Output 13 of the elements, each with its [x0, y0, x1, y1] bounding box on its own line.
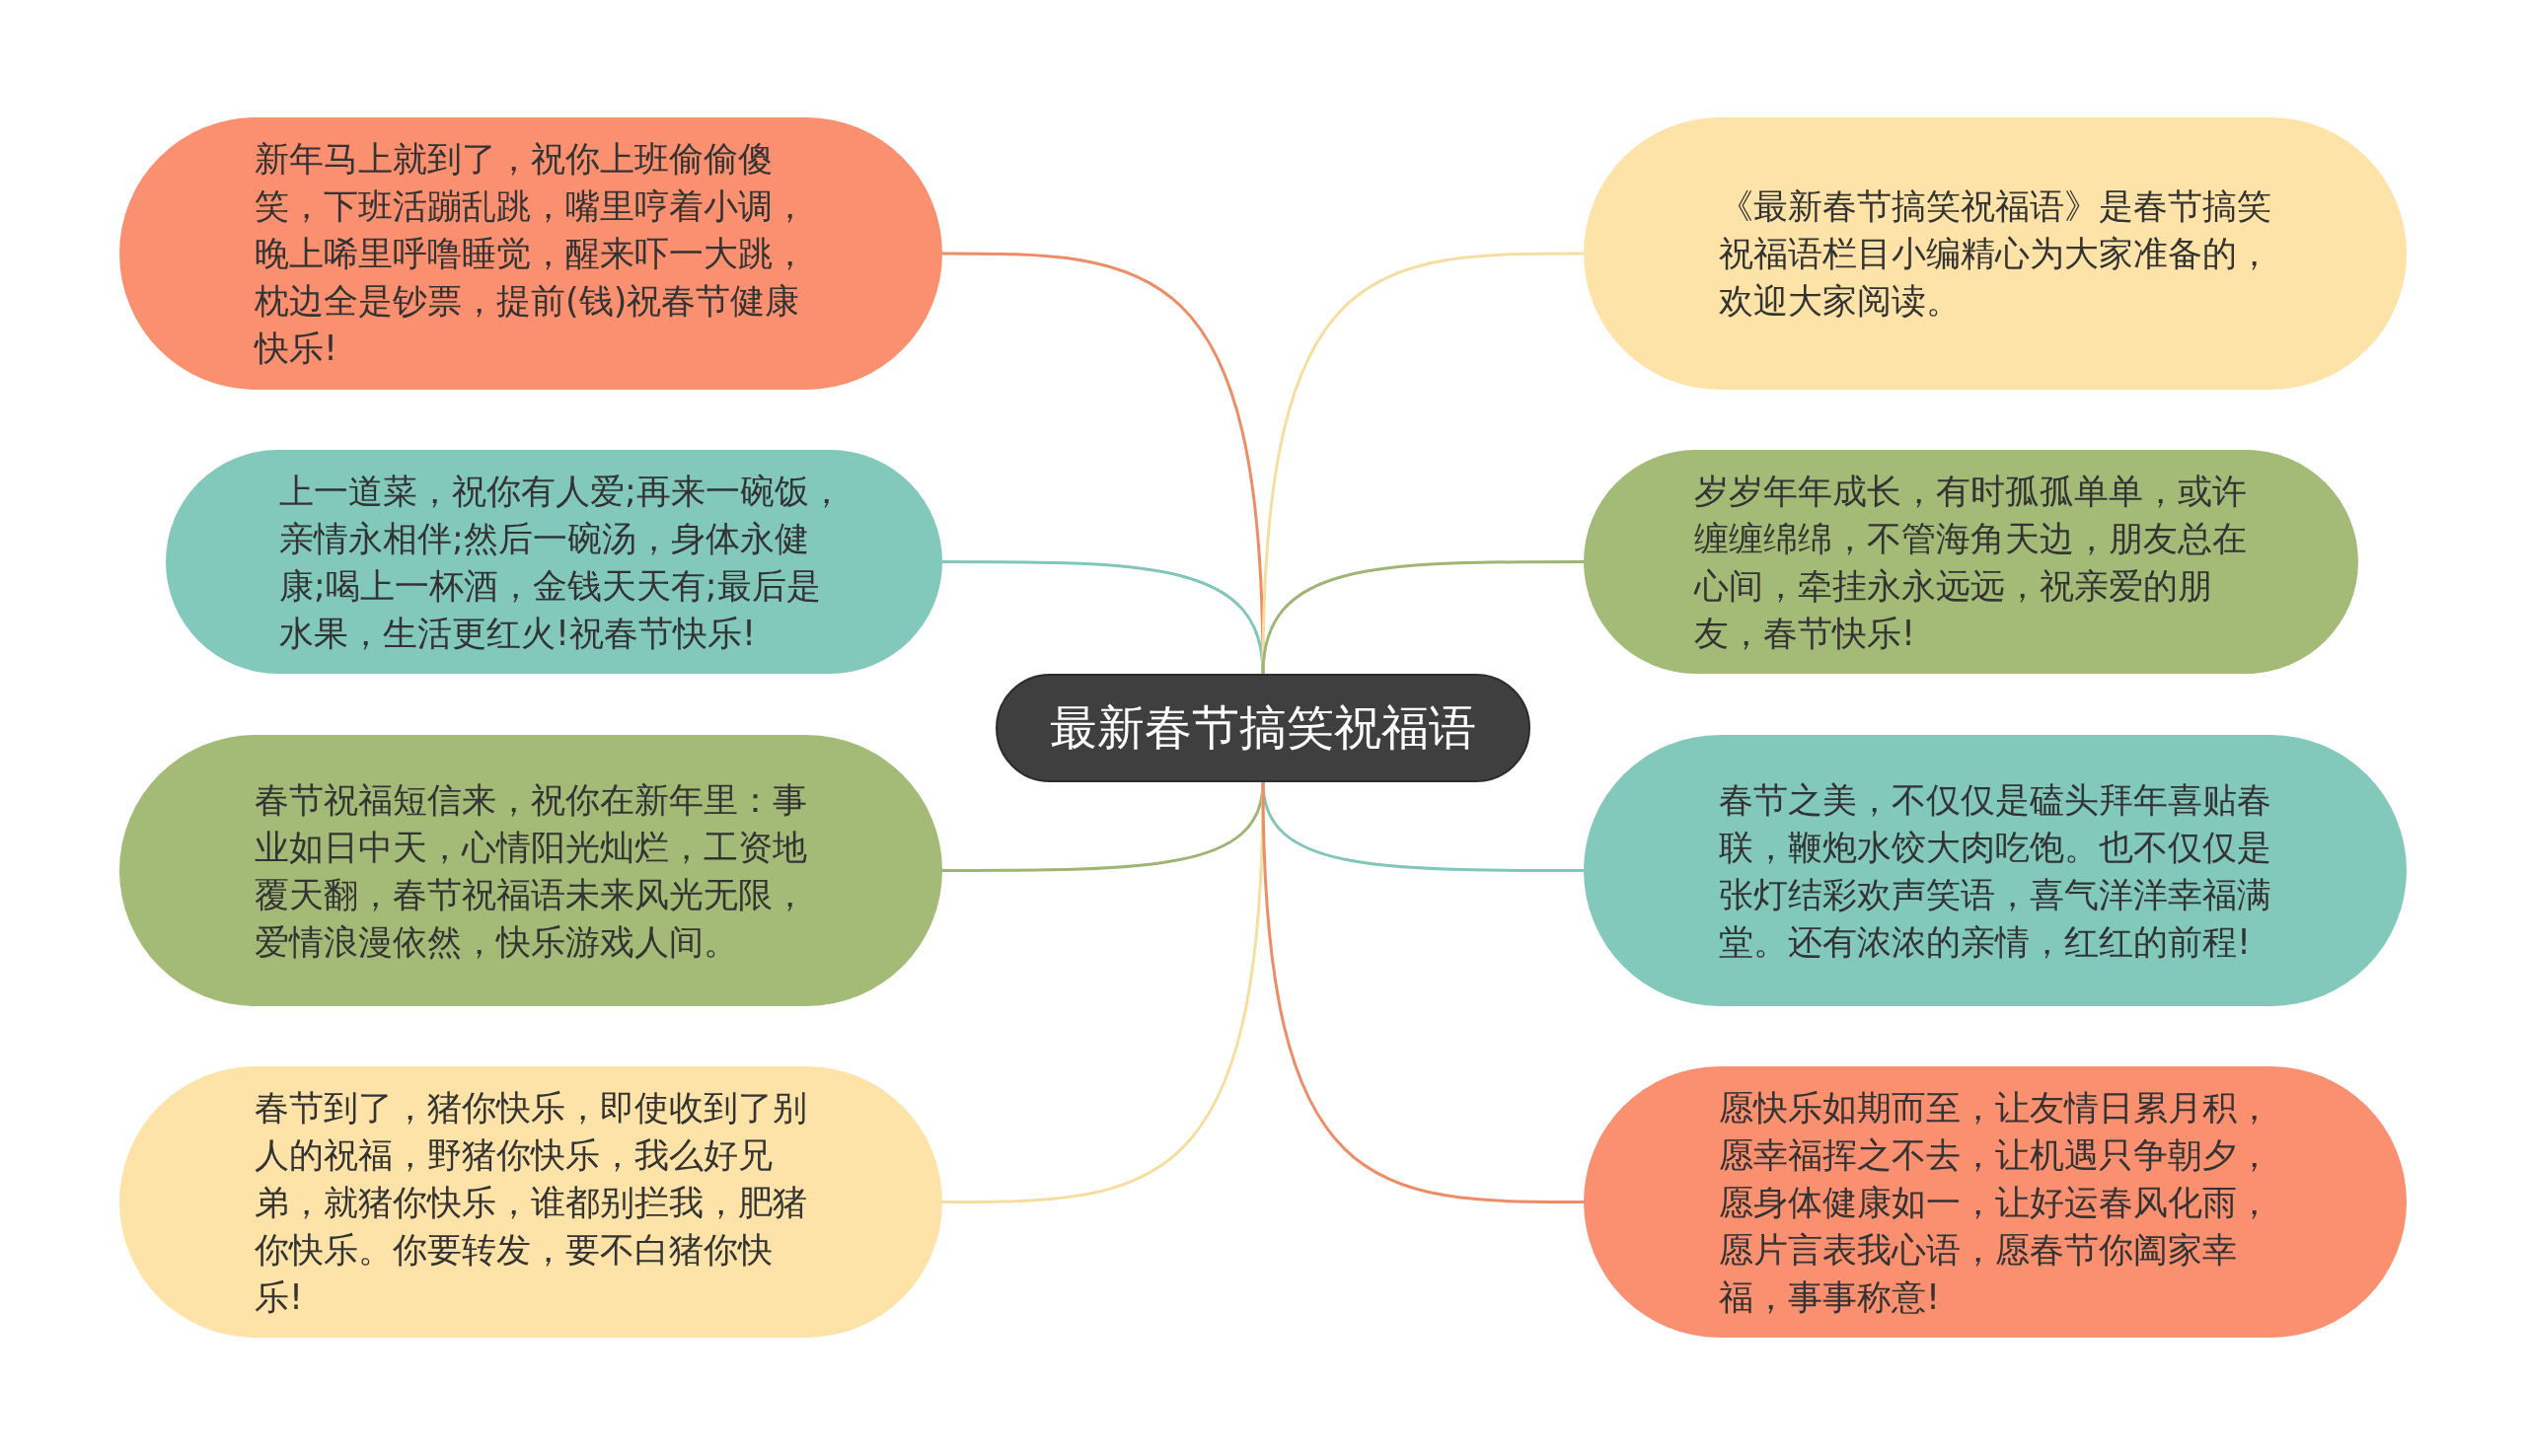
connector-line — [1261, 252, 1584, 675]
bubble-text: 《最新春节搞笑祝福语》是春节搞笑祝福语栏目小编精心为大家准备的，欢迎大家阅读。 — [1719, 185, 2272, 323]
bubble-text: 上一道菜，祝你有人爱;再来一碗饭，亲情永相伴;然后一碗汤，身体永健康;喝上一杯酒，金钱天天有;最后是水果，生活更红火!祝春节快乐! — [279, 470, 845, 655]
bubble-text: 春节祝福短信来，祝你在新年里：事业如日中天，心情阳光灿烂，工资地覆天翻，春节祝福语未来风光无限，爱情浪漫依然，快乐游戏人间。 — [255, 778, 807, 964]
bubble-text: 春节之美，不仅仅是磕头拜年喜贴春联，鞭炮水饺大肉吃饱。也不仅仅是张灯结彩欢声笑语，喜气洋洋幸福满堂。还有浓浓的亲情，红红的前程! — [1719, 778, 2271, 964]
connector-line — [1261, 781, 1584, 1203]
bubble-text: 春节到了，猪你快乐，即使收到了别人的祝福，野猪你快乐，我么好兄弟，就猪你快乐，谁都别拦我，肥猪你快乐。你要转发，要不白猪你快乐! — [255, 1086, 807, 1319]
bubble-text: 愿快乐如期而至，让友情日累月积，愿幸福挥之不去，让机遇只争朝夕，愿身体健康如一，让好运春风化雨，愿片言表我心语，愿春节你阖家幸福，事事称意! — [1719, 1086, 2271, 1319]
topic-title: 最新春节搞笑祝福语 — [1050, 698, 1476, 757]
connector-line — [1261, 560, 1584, 675]
connector-line — [942, 781, 1265, 1203]
bubble-text: 新年马上就到了，祝你上班偷偷傻笑，下班活蹦乱跳，嘴里哼着小调，晚上唏里呼噜睡觉，醒来吓一大跳，枕边全是钞票，提前(钱)祝春节健康快乐! — [255, 138, 807, 370]
bubble-text: 岁岁年年成长，有时孤孤单单，或许缠缠绵绵，不管海角天边，朋友总在心间，牵挂永永远远，祝亲爱的朋友，春节快乐! — [1694, 470, 2247, 655]
